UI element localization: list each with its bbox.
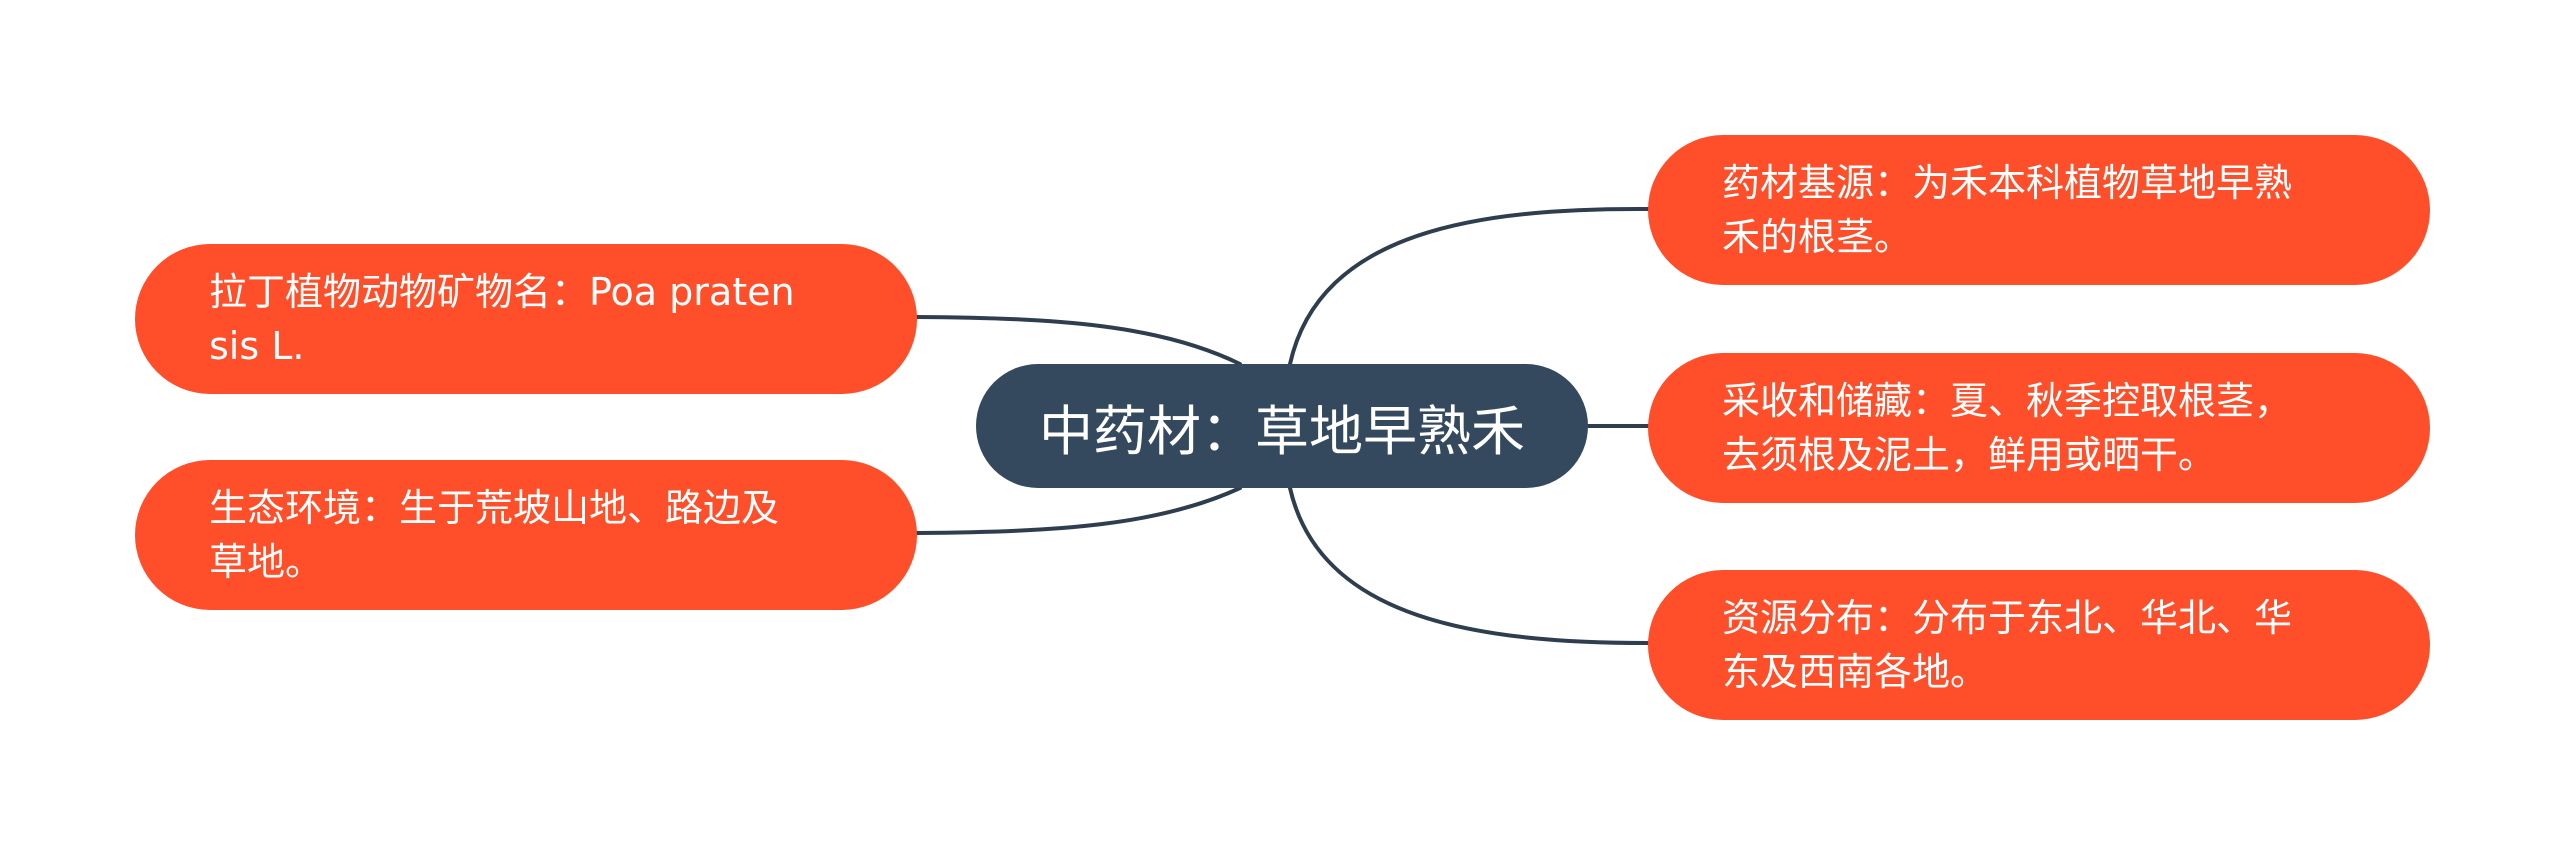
topic-latin-name[interactable]: 拉丁植物动物矿物名：Poa praten sis L. — [135, 244, 917, 394]
topic-source[interactable]: 药材基源：为禾本科植物草地早熟 禾的根茎。 — [1648, 135, 2430, 285]
central-topic-label: 中药材：草地早熟禾 — [1039, 399, 1525, 463]
central-topic-node[interactable]: 中药材：草地早熟禾 — [976, 364, 1588, 488]
topic-habitat-line-1: 生态环境：生于荒坡山地、路边及 — [209, 486, 780, 530]
topic-harvest-storage-line-2: 去须根及泥土，鲜用或晒干。 — [1722, 433, 2217, 477]
topic-distribution-line-2: 东及西南各地。 — [1722, 650, 1989, 694]
connector-right-3 — [1288, 486, 1650, 645]
topic-harvest-storage-line-1: 采收和储藏：夏、秋季控取根茎， — [1722, 379, 2293, 423]
topic-source-line-2: 禾的根茎。 — [1722, 215, 1913, 259]
topic-source-line-1: 药材基源：为禾本科植物草地早熟 — [1722, 161, 2293, 205]
connector-right-1 — [1288, 206, 1650, 366]
topic-latin-name-line-1: 拉丁植物动物矿物名：Poa praten — [209, 270, 795, 314]
topic-distribution-line-1: 资源分布：分布于东北、华北、华 — [1722, 596, 2293, 640]
connector-left-1 — [915, 315, 1242, 366]
topic-distribution[interactable]: 资源分布：分布于东北、华北、华 东及西南各地。 — [1648, 570, 2430, 720]
topic-harvest-storage[interactable]: 采收和储藏：夏、秋季控取根茎， 去须根及泥土，鲜用或晒干。 — [1648, 353, 2430, 503]
connector-left-2 — [915, 486, 1242, 535]
topic-latin-name-line-2: sis L. — [209, 324, 305, 368]
topic-habitat[interactable]: 生态环境：生于荒坡山地、路边及 草地。 — [135, 460, 917, 610]
topic-habitat-line-2: 草地。 — [209, 540, 324, 584]
